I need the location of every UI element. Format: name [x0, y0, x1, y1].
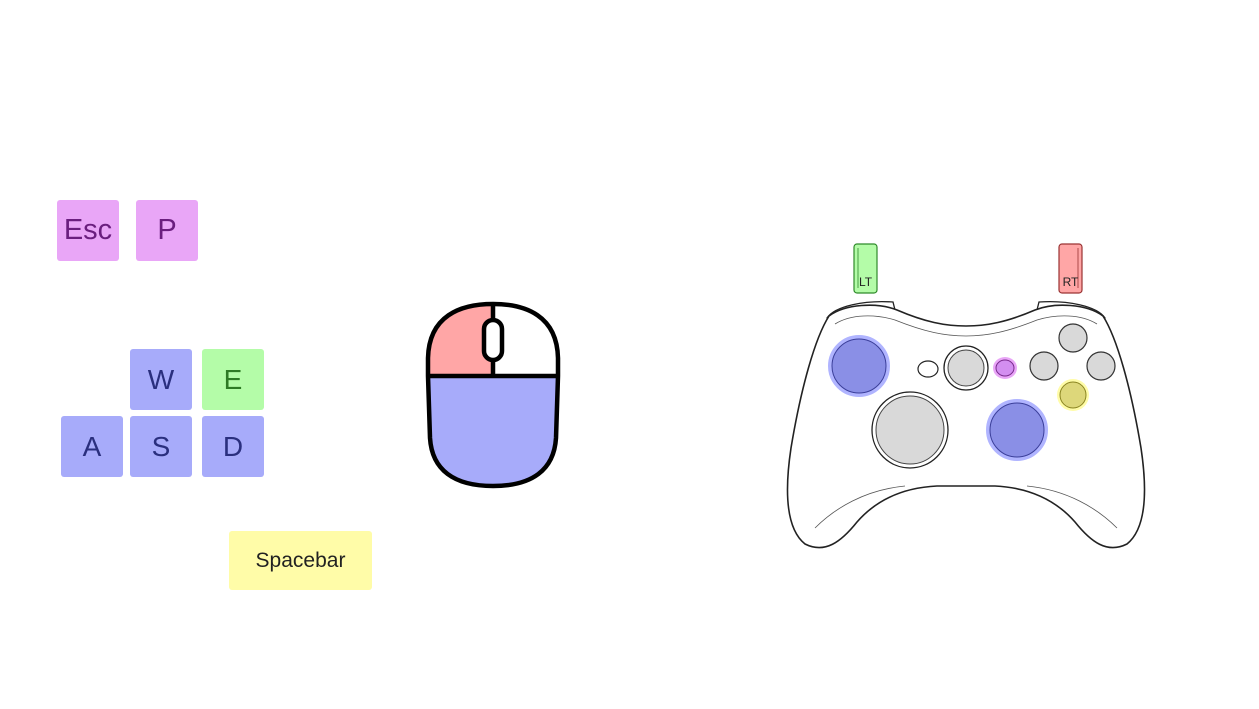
right-stick[interactable]	[986, 399, 1048, 461]
mouse-left-button[interactable]	[428, 304, 493, 376]
gamepad-icon: LT RT	[786, 243, 1146, 549]
esc-key[interactable]: Esc	[57, 200, 119, 261]
guide-button[interactable]	[947, 349, 985, 387]
d-key[interactable]: D	[202, 416, 264, 477]
mouse-scroll-wheel[interactable]	[481, 317, 505, 363]
rt-label: RT	[1063, 275, 1079, 289]
back-button[interactable]	[917, 360, 939, 378]
lt-trigger[interactable]: LT	[853, 243, 878, 294]
lt-label: LT	[859, 275, 873, 289]
b-button[interactable]	[1086, 351, 1116, 381]
rt-trigger[interactable]: RT	[1058, 243, 1083, 294]
dpad[interactable]	[875, 395, 945, 465]
w-key[interactable]: W	[130, 349, 192, 410]
mouse-right-button[interactable]	[493, 304, 558, 376]
s-key[interactable]: S	[130, 416, 192, 477]
mouse-icon	[425, 301, 561, 489]
y-button[interactable]	[1058, 323, 1088, 353]
spacebar-key[interactable]: Spacebar	[229, 531, 372, 590]
e-key[interactable]: E	[202, 349, 264, 410]
start-button[interactable]	[995, 359, 1015, 377]
mouse-outline	[425, 301, 561, 489]
p-key[interactable]: P	[136, 200, 198, 261]
a-key[interactable]: A	[61, 416, 123, 477]
x-button[interactable]	[1029, 351, 1059, 381]
a-button[interactable]	[1059, 381, 1087, 409]
left-stick[interactable]	[828, 335, 890, 397]
mouse-body	[428, 376, 558, 486]
